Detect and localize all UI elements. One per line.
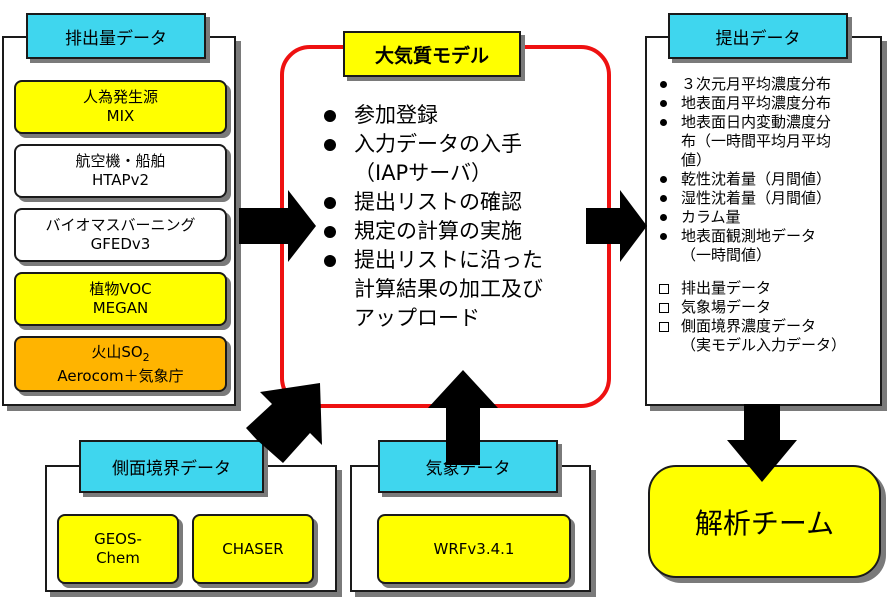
- output-input-item: 排出量データ: [658, 279, 846, 298]
- source-dataset: MEGAN: [92, 299, 149, 317]
- dataset-label: Chem: [96, 549, 140, 567]
- output-list: ３次元月平均濃度分布 地表面月平均濃度分布 地表面日内変動濃度分布（一時間平均月…: [658, 75, 846, 355]
- model-step: 参加登録: [324, 101, 543, 130]
- air-quality-model-box: 参加登録 入力データの入手（IAPサーバ） 提出リストの確認 規定の計算の実施 …: [280, 45, 611, 408]
- model-step: 規定の計算の実施: [324, 217, 543, 246]
- output-item: 地表面月平均濃度分布: [658, 94, 846, 113]
- boundary-chaser: CHASER: [192, 514, 314, 584]
- output-item: 地表面観測地データ（一時間値）: [658, 227, 846, 265]
- model-step: 入力データの入手（IAPサーバ）: [324, 130, 543, 188]
- source-volcanic-so2: 火山SO2 Aerocom＋気象庁: [14, 336, 227, 392]
- output-item: 湿性沈着量（月間値）: [658, 189, 846, 208]
- source-label: 人為発生源: [82, 88, 158, 106]
- model-header: 大気質モデル: [343, 31, 521, 77]
- arrow-model-to-output: [586, 190, 647, 262]
- boundary-header: 側面境界データ: [79, 440, 264, 493]
- output-item: カラム量: [658, 208, 846, 227]
- output-header: 提出データ: [668, 13, 848, 59]
- arrow-emission-to-model: [239, 190, 316, 262]
- dataset-label: CHASER: [222, 539, 284, 558]
- source-label: 航空機・船舶: [75, 152, 166, 170]
- source-dataset: MIX: [106, 107, 135, 125]
- source-label: 火山SO2: [91, 342, 150, 364]
- dataset-label: WRFv3.4.1: [433, 539, 515, 558]
- source-aviation-shipping: 航空機・船舶 HTAPv2: [14, 144, 227, 198]
- arrow-boundary-to-model: [246, 383, 322, 463]
- model-step-list: 参加登録 入力データの入手（IAPサーバ） 提出リストの確認 規定の計算の実施 …: [324, 101, 543, 333]
- boundary-geos-chem: GEOS- Chem: [57, 514, 179, 584]
- output-input-item: 側面境界濃度データ（実モデル入力データ）: [658, 317, 846, 355]
- output-item: 乾性沈着量（月間値）: [658, 170, 846, 189]
- meteorology-wrf: WRFv3.4.1: [377, 514, 571, 584]
- arrow-meteorology-to-model: [428, 370, 498, 465]
- source-dataset: HTAPv2: [91, 171, 149, 189]
- source-anthropogenic: 人為発生源 MIX: [14, 80, 227, 134]
- source-biogenic-voc: 植物VOC MEGAN: [14, 272, 227, 326]
- analysis-team-box: 解析チーム: [648, 465, 881, 578]
- source-dataset: Aerocom＋気象庁: [57, 366, 184, 385]
- emission-header: 排出量データ: [26, 13, 206, 59]
- output-item: ３次元月平均濃度分布: [658, 75, 846, 94]
- output-item: 地表面日内変動濃度分布（一時間平均月平均値）: [658, 113, 846, 170]
- source-biomass-burning: バイオマスバーニング GFEDv3: [14, 208, 227, 262]
- source-label: バイオマスバーニング: [45, 216, 196, 234]
- arrow-output-to-analysis: [727, 404, 797, 482]
- output-input-item: 気象場データ: [658, 298, 846, 317]
- source-label: 植物VOC: [89, 280, 152, 298]
- source-dataset: GFEDv3: [90, 235, 151, 253]
- dataset-label: GEOS-: [94, 530, 142, 548]
- model-step: 提出リストの確認: [324, 188, 543, 217]
- model-step: 提出リストに沿った計算結果の加工及びアップロード: [324, 246, 543, 333]
